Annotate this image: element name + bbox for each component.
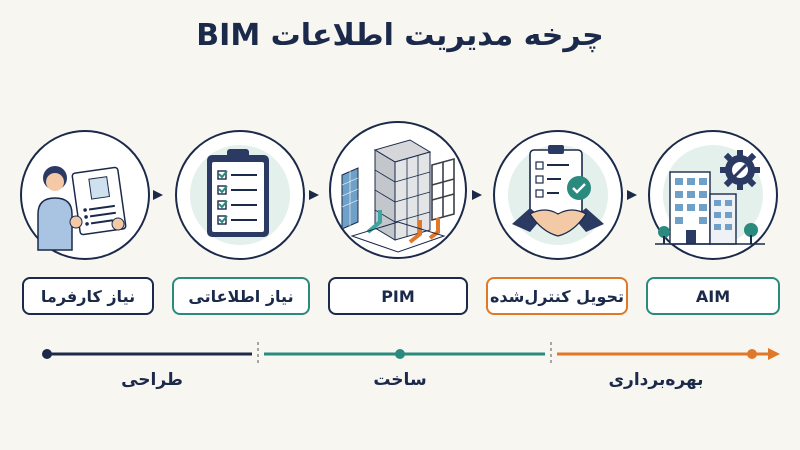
- flow-arrow-1: [153, 190, 163, 200]
- handshake-checklist-icon: [508, 145, 608, 245]
- stage-label-controlled-handover: تحویل کنترل‌شده: [486, 277, 628, 315]
- phase-label-construction: ساخت: [373, 370, 427, 390]
- stage-label-pim: PIM: [328, 277, 468, 315]
- stage-label-client-need: نیاز کارفرما: [22, 277, 154, 315]
- timeline-end-dot: [747, 349, 757, 359]
- stage-label-text: PIM: [381, 286, 415, 306]
- building-with-gear-icon: [655, 145, 765, 245]
- stage-label-text: تحویل کنترل‌شده: [489, 286, 625, 306]
- building-under-construction-icon: [341, 139, 455, 253]
- stage-label-text: نیاز اطلاعاتی: [188, 286, 294, 306]
- page-title: چرخه مدیریت اطلاعات BIM: [196, 18, 604, 53]
- timeline-arrowhead: [768, 348, 780, 360]
- phase-label-operation: بهره‌برداری: [608, 370, 704, 390]
- phase-timeline: [42, 342, 780, 366]
- phase-label-design: طراحی: [121, 370, 183, 390]
- clipboard-checklist-icon: [190, 145, 290, 245]
- stage-label-aim: AIM: [646, 277, 780, 315]
- stage-label-text: نیاز کارفرما: [40, 286, 136, 306]
- flow-arrow-3: [472, 190, 482, 200]
- flow-arrow-2: [309, 190, 319, 200]
- timeline-mid-dot: [395, 349, 405, 359]
- client-with-document-icon: [37, 166, 127, 251]
- flow-arrow-4: [627, 190, 637, 200]
- stage-label-text: AIM: [695, 286, 731, 306]
- flow-arrows: [153, 190, 637, 200]
- timeline-start-dot: [42, 349, 52, 359]
- stage-label-information-need: نیاز اطلاعاتی: [172, 277, 310, 315]
